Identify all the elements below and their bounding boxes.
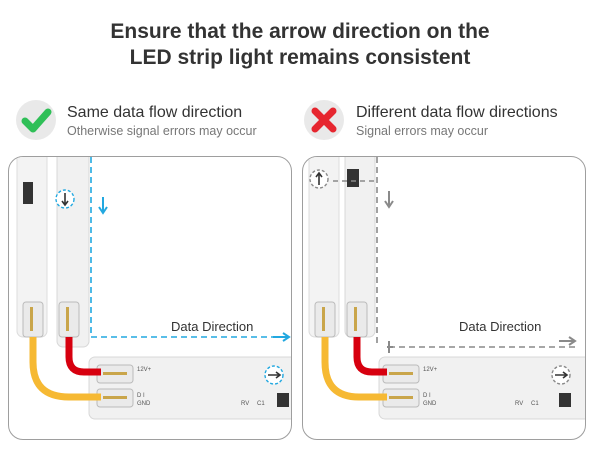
left-strip-illustration bbox=[16, 157, 291, 420]
title-line-1: Ensure that the arrow direction on the bbox=[110, 20, 490, 43]
v12-label: 12V+ bbox=[423, 367, 438, 373]
red-wire bbox=[353, 337, 387, 376]
flow-arrow-down-icon bbox=[384, 191, 394, 209]
right-direction-label: Data Direction bbox=[459, 319, 542, 334]
left-heading: Same data flow direction bbox=[67, 104, 243, 121]
flow-arrow-right-icon bbox=[273, 332, 291, 342]
title-line-2: LED strip light remains consistent bbox=[129, 46, 471, 69]
data-flow-path bbox=[90, 157, 281, 338]
right-heading: Different data flow directions bbox=[356, 104, 558, 121]
right-strip-illustration bbox=[308, 157, 585, 420]
checkmark-icon bbox=[21, 108, 52, 133]
chip-2 bbox=[277, 393, 289, 407]
c1-label: C1 bbox=[257, 401, 265, 407]
chip bbox=[23, 182, 33, 204]
incorrect-badge bbox=[304, 100, 344, 140]
left-subtext: Otherwise signal errors may occur bbox=[67, 124, 257, 138]
horizontal-led-strip bbox=[88, 356, 291, 420]
di-label: D I bbox=[137, 393, 145, 399]
gnd-label: GND bbox=[137, 401, 151, 407]
right-subtext: Signal errors may occur bbox=[356, 124, 488, 138]
right-panel: Data Direction 12V+ D I GND RV C1 bbox=[302, 156, 586, 440]
left-direction-label: Data Direction bbox=[171, 319, 254, 334]
horizontal-led-strip bbox=[378, 356, 585, 420]
cross-icon bbox=[311, 107, 337, 133]
di-label: D I bbox=[423, 393, 431, 399]
flow-arrow-left-icon bbox=[387, 341, 393, 353]
rv-label: RV bbox=[515, 401, 524, 407]
yellow-wire bbox=[321, 337, 387, 401]
correct-badge bbox=[16, 100, 56, 140]
left-panel: Data Direction 12V+ D I GND RV C1 bbox=[8, 156, 292, 440]
yellow-wire bbox=[29, 337, 101, 401]
arrow-up-icon bbox=[315, 171, 323, 185]
arrow-right-icon bbox=[268, 371, 282, 379]
flow-arrow-right-icon bbox=[559, 336, 577, 346]
gnd-label: GND bbox=[423, 401, 437, 407]
flow-arrow-down-icon bbox=[98, 197, 108, 215]
chip-2 bbox=[559, 393, 571, 407]
arrow-right-icon bbox=[555, 371, 569, 379]
chip bbox=[347, 169, 359, 187]
red-wire bbox=[65, 337, 101, 376]
arrow-down-icon bbox=[61, 193, 69, 207]
c1-label: C1 bbox=[531, 401, 539, 407]
rv-label: RV bbox=[241, 401, 250, 407]
v12-label: 12V+ bbox=[137, 367, 152, 373]
